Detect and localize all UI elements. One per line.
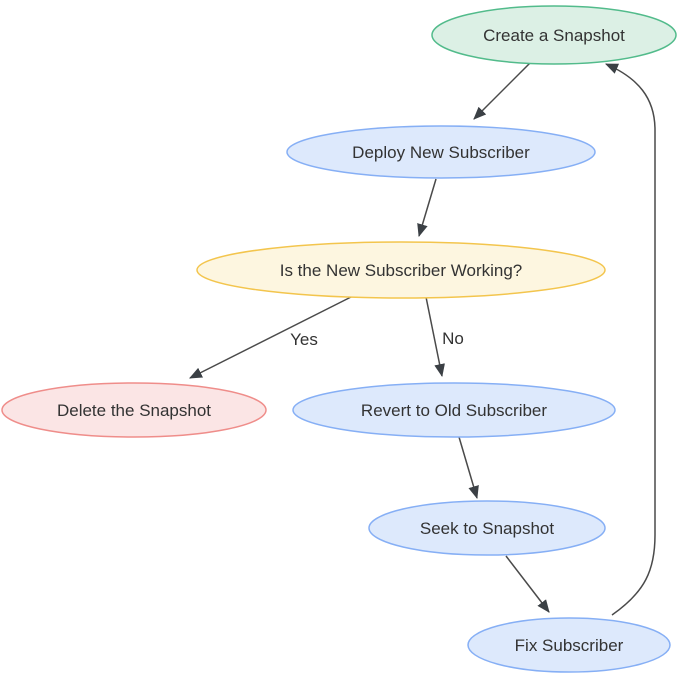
node-deploy-new-subscriber-shape [286, 125, 596, 179]
edge-label-yes: Yes [290, 330, 318, 349]
edge-working-to-delete-yes [189, 296, 352, 379]
node-delete-the-snapshot: Delete the Snapshot [1, 382, 267, 438]
node-fix-subscriber-shape [467, 617, 671, 673]
node-seek-to-snapshot: Seek to Snapshot [368, 500, 606, 556]
node-revert-to-old-subscriber-shape [292, 382, 616, 438]
node-label: Create a Snapshot [483, 26, 625, 45]
node-label: Is the New Subscriber Working? [280, 261, 523, 280]
node-label: Seek to Snapshot [420, 519, 554, 538]
node-create-a-snapshot-shape [431, 5, 677, 65]
edge-working-to-revert-no [425, 296, 445, 378]
node-label: Revert to Old Subscriber [361, 401, 547, 420]
node-is-the-new-subscriber-working-shape [196, 241, 606, 299]
edge-fix-to-create [605, 63, 656, 616]
node-fix-subscriber: Fix Subscriber [467, 617, 671, 673]
node-deploy-new-subscriber: Deploy New Subscriber [286, 125, 596, 179]
node-revert-to-old-subscriber: Revert to Old Subscriber [292, 382, 616, 438]
edge-labels-layer: Yes No [290, 329, 464, 349]
node-delete-the-snapshot-shape [1, 382, 267, 438]
edges-layer [189, 62, 656, 616]
edge-seek-to-fix [505, 555, 550, 613]
node-create-a-snapshot: Create a Snapshot [431, 5, 677, 65]
edge-revert-to-seek [458, 436, 479, 500]
node-seek-to-snapshot-shape [368, 500, 606, 556]
node-label: Delete the Snapshot [57, 401, 211, 420]
edge-create-to-deploy [473, 62, 531, 120]
node-is-the-new-subscriber-working: Is the New Subscriber Working? [196, 241, 606, 299]
node-label: Fix Subscriber [515, 636, 624, 655]
node-label: Deploy New Subscriber [352, 143, 530, 162]
edge-label-no: No [442, 329, 464, 348]
edge-deploy-to-working [417, 178, 437, 238]
